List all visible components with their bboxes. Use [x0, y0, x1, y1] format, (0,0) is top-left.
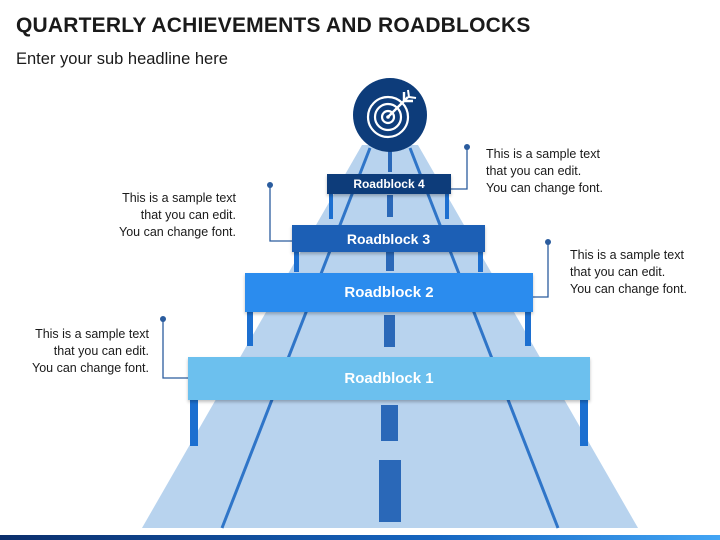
- note-roadblock-2: This is a sample text that you can edit.…: [570, 248, 687, 296]
- center-dashed-line: [379, 150, 401, 522]
- lane-line-right: [408, 147, 560, 529]
- note-roadblock-1: This is a sample text that you can edit.…: [32, 327, 149, 375]
- note-roadblock-4: This is a sample text that you can edit.…: [486, 147, 603, 195]
- roadblock-3-barrier: Roadblock 3: [292, 225, 485, 252]
- note-connector-dots: [160, 144, 551, 322]
- page-subtitle: Enter your sub headline here: [16, 50, 228, 68]
- roadblock-4-barrier: Roadblock 4: [327, 174, 451, 194]
- footer-accent-bar: [0, 535, 720, 540]
- page-title: QUARTERLY ACHIEVEMENTS AND ROADBLOCKS: [16, 14, 531, 37]
- lane-line-left: [220, 147, 372, 529]
- target-arrow-icon: [353, 78, 427, 152]
- roadblock-1-barrier: Roadblock 1: [188, 357, 590, 400]
- barrier-legs: [190, 189, 588, 446]
- note-roadblock-3: This is a sample text that you can edit.…: [119, 191, 236, 239]
- roadblock-2-label: Roadblock 2: [344, 284, 434, 301]
- roadblock-3-label: Roadblock 3: [346, 230, 431, 247]
- roadblock-1-label: Roadblock 1: [344, 370, 434, 387]
- roadblock-4-label: Roadblock 4: [353, 177, 425, 191]
- roadblock-2-barrier: Roadblock 2: [245, 273, 533, 312]
- note-connectors: [162, 148, 549, 379]
